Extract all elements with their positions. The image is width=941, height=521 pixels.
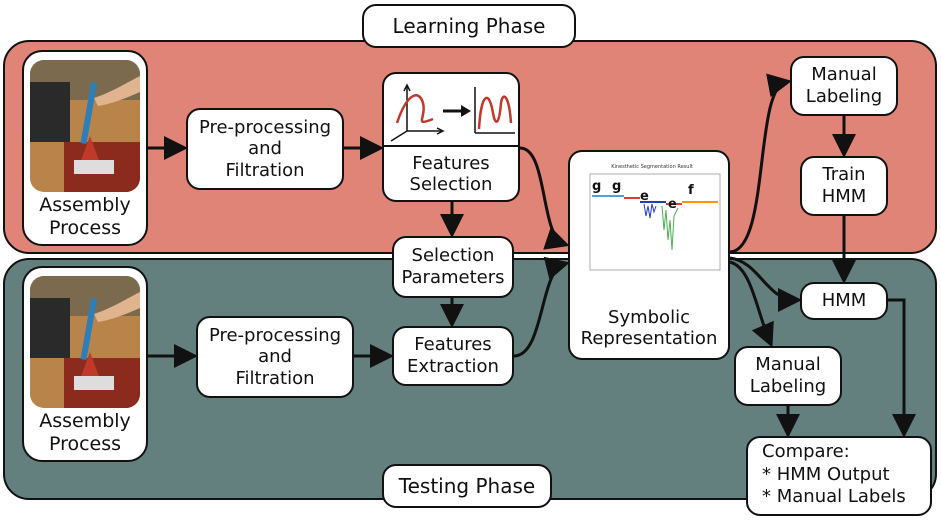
arrow-icon [513,256,570,358]
segmentation-plot: Kinesthetic Segmentation Result g g e e … [589,164,721,271]
plot-symbol: f [688,183,694,198]
plot-symbol: g [612,179,621,194]
assembly-process-learning-card: Assembly Process [22,50,148,246]
compare-item: * Manual Labels [762,486,906,507]
symbolic-representation-box: Symbolic Representation [568,150,730,360]
compare-item: * HMM Output [762,463,890,485]
features-box-divider [382,145,520,147]
compare-title: Compare: [762,441,850,462]
arrow-icon [729,260,774,348]
assembly-photo-learning [30,60,140,192]
assembly-process-testing-card: Assembly Process [22,266,148,462]
assembly-process-learning-caption: Assembly Process [39,194,131,239]
train-hmm-box: Train HMM [800,156,888,216]
plot-title: Kinesthetic Segmentation Result [611,164,693,170]
plot-symbol: e [668,197,677,212]
arrow-icon [729,73,792,254]
hmm-box: HMM [800,282,888,320]
arrow-icon [519,146,570,250]
compare-box: Compare: * HMM Output * Manual Labels [746,436,932,516]
assembly-process-testing-caption: Assembly Process [39,410,131,455]
arrow-icon [729,256,802,312]
plot-symbol: e [640,189,649,204]
features-selection-box: Features Selection [382,72,520,202]
assembly-photo-testing [30,276,140,408]
arrow-icon [888,298,916,438]
learning-phase-title: Learning Phase [362,4,576,48]
preprocessing-testing-box: Pre-processing and Filtration [196,316,354,398]
manual-labeling-learning-box: Manual Labeling [790,56,898,116]
manual-labeling-testing-box: Manual Labeling [734,346,842,406]
plot-symbol: g [592,179,601,194]
testing-phase-title: Testing Phase [382,464,552,508]
feature-curves-icon [390,83,515,142]
preprocessing-learning-box: Pre-processing and Filtration [186,108,344,190]
